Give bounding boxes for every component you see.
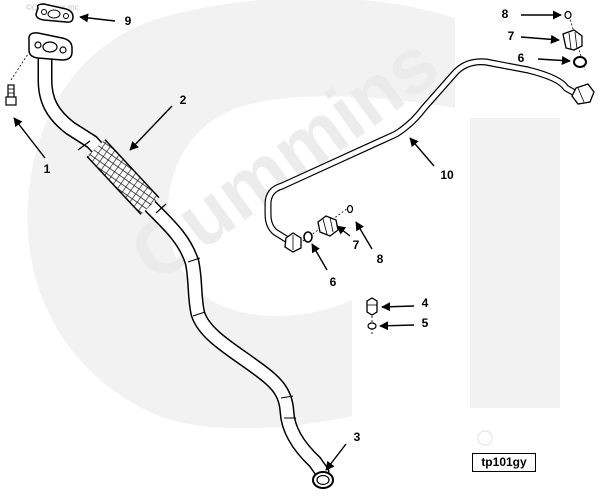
callout-5: 5	[422, 316, 429, 330]
bottom-connector	[312, 471, 334, 489]
plug-and-washer	[366, 297, 378, 336]
leader-9	[79, 13, 116, 23]
drain-tube	[37, 47, 330, 480]
leader-5	[379, 321, 415, 331]
callout-6-lower: 6	[330, 275, 337, 289]
sealing-washer-top	[564, 10, 572, 20]
callout-4: 4	[422, 296, 429, 310]
callout-labels: 1 2 3 4 5 6 6 7 7 8 8 9 10	[44, 7, 525, 444]
registered-mark	[477, 430, 493, 446]
supply-tube-right-nut	[571, 83, 595, 105]
leader-7b	[336, 225, 351, 237]
tube-flange	[28, 32, 73, 61]
right-fittings	[562, 10, 587, 71]
leader-6a	[537, 56, 571, 65]
leader-10	[409, 137, 435, 167]
leader-arrows	[13, 10, 571, 471]
adapter-fitting-lower	[317, 215, 339, 237]
figure-id-label: tp101gy	[472, 453, 536, 472]
callout-10: 10	[440, 168, 454, 182]
plug-washer	[367, 322, 377, 330]
callout-7-upper: 7	[508, 29, 515, 43]
leader-8b	[355, 221, 373, 250]
o-ring-top	[573, 56, 587, 68]
flange-gasket	[35, 3, 74, 23]
leader-2	[129, 105, 173, 151]
plug	[366, 297, 378, 316]
callout-1: 1	[44, 162, 51, 176]
callout-2: 2	[180, 93, 187, 107]
leader-4	[381, 302, 415, 312]
leader-1	[13, 117, 46, 159]
callout-8-upper: 8	[502, 7, 509, 21]
callout-8-lower: 8	[377, 252, 384, 266]
supply-tube-left-nut	[284, 232, 302, 253]
middle-fittings	[302, 204, 354, 243]
leader-6b	[311, 243, 328, 271]
mounting-bolt	[5, 53, 29, 106]
adapter-fitting-top	[562, 29, 583, 51]
supply-tube	[264, 58, 595, 253]
callout-7-lower: 7	[353, 238, 360, 252]
flex-hose-section	[77, 139, 167, 215]
leader-3	[325, 443, 347, 471]
callout-6-upper: 6	[518, 51, 525, 65]
callout-3: 3	[354, 430, 361, 444]
sealing-washer-lower	[346, 204, 354, 214]
cummins-watermark: Cummins	[27, 0, 560, 446]
leader-7a	[520, 34, 560, 44]
o-ring-lower	[303, 231, 313, 243]
callout-9: 9	[125, 14, 132, 28]
